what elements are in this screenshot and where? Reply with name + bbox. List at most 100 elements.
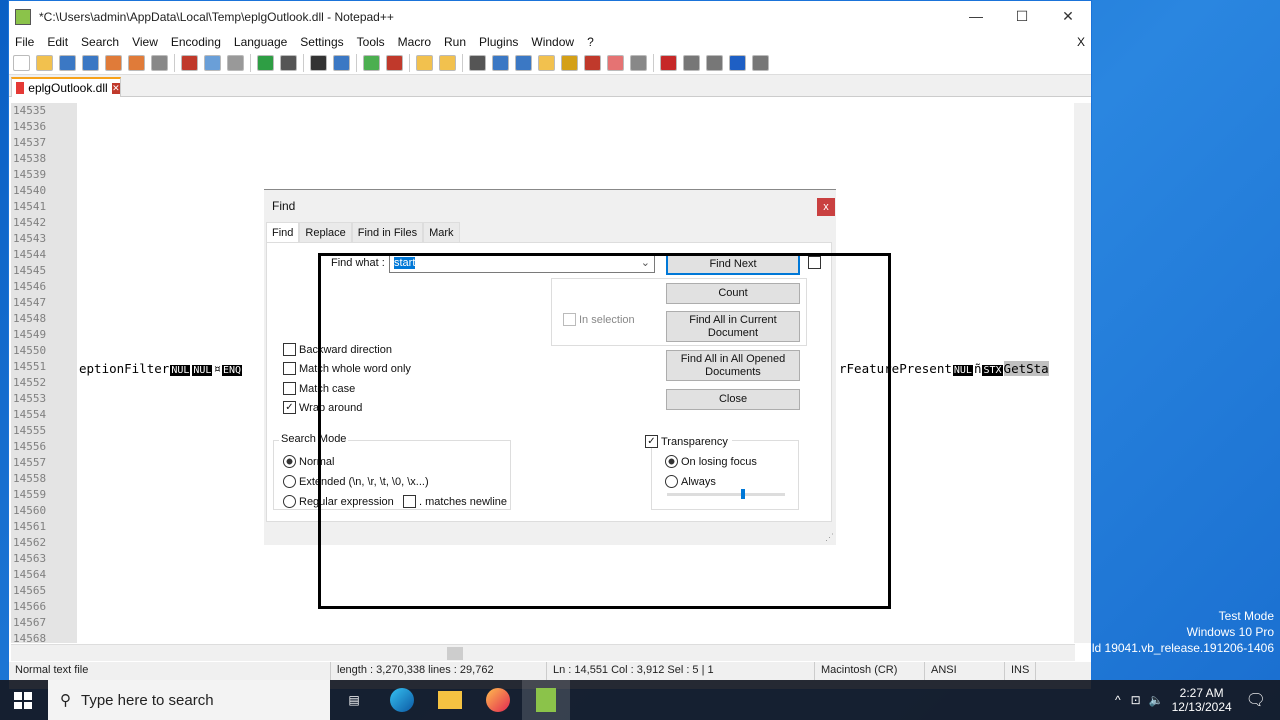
vertical-scrollbar[interactable] [1074,103,1091,643]
edge-icon[interactable] [378,680,426,720]
count-button[interactable]: Count [666,283,800,304]
doc-map-icon[interactable] [538,54,555,71]
redo-icon[interactable] [280,54,297,71]
play-macro-icon[interactable] [706,54,723,71]
checkbox-box[interactable] [283,362,296,375]
open-file-icon[interactable] [36,54,53,71]
menu-plugins[interactable]: Plugins [479,35,519,49]
option-checkbox[interactable]: Backward direction [283,343,392,356]
sync-h-icon[interactable] [439,54,456,71]
file-explorer-icon[interactable] [426,680,474,720]
find-next-button[interactable]: Find Next [666,254,800,275]
option-checkbox[interactable]: ✓Wrap around [283,401,362,414]
indent-guide-icon[interactable] [515,54,532,71]
radio-circle[interactable] [283,475,296,488]
extra-checkbox[interactable] [808,256,821,269]
new-file-icon[interactable] [13,54,30,71]
function-list-icon[interactable] [561,54,578,71]
in-selection-checkbox[interactable]: In selection [563,313,635,326]
checkbox-box[interactable] [283,343,296,356]
close-icon[interactable] [105,54,122,71]
tab-close-icon[interactable]: ✕ [111,82,120,94]
menu-file[interactable]: File [15,35,35,49]
close-document-button[interactable]: X [1076,35,1085,49]
menu-encoding[interactable]: Encoding [170,35,221,49]
save-icon[interactable] [59,54,76,71]
scroll-thumb[interactable] [447,647,463,660]
menu-window[interactable]: Window [531,35,575,49]
dialog-close-button[interactable]: x [817,198,835,216]
notepad-taskbar-icon[interactable] [522,680,570,720]
menu-tools[interactable]: Tools [356,35,385,49]
find-what-input[interactable]: start ⌄ [389,254,655,273]
network-icon[interactable]: ⊡ [1130,693,1141,707]
radio-circle[interactable] [665,475,678,488]
radio-circle[interactable] [665,455,678,468]
radio-circle[interactable] [283,455,296,468]
checkbox-box[interactable]: ✓ [283,401,296,414]
volume-icon[interactable]: 🔈 [1148,693,1164,707]
option-checkbox[interactable]: Match whole word only [283,362,411,375]
chevron-down-icon[interactable]: ⌄ [640,257,650,269]
sync-v-icon[interactable] [416,54,433,71]
undo-icon[interactable] [257,54,274,71]
task-view-icon[interactable]: ▤ [348,693,360,707]
tab-replace[interactable]: Replace [299,222,352,245]
copy-icon[interactable] [204,54,221,71]
minimize-button[interactable]: — [969,8,983,24]
transparency-radio[interactable]: Always [665,475,716,488]
search-mode-radio[interactable]: Normal [283,455,334,468]
show-hidden-icons[interactable]: ^ [1114,693,1121,707]
menu-search[interactable]: Search [81,35,120,49]
firefox-icon[interactable] [474,680,522,720]
stop-record-icon[interactable] [683,54,700,71]
slider-thumb[interactable] [741,489,746,499]
menu-settings[interactable]: Settings [300,35,344,49]
search-mode-radio[interactable]: Regular expression [283,495,394,508]
matches-newline-checkbox[interactable]: . matches newline [403,495,507,508]
record-macro-icon[interactable] [660,54,677,71]
radio-circle[interactable] [283,495,296,508]
close-button[interactable]: ✕ [1062,7,1074,24]
zoom-in-icon[interactable] [363,54,380,71]
option-checkbox[interactable]: Match case [283,382,355,395]
folder-workspace-icon[interactable] [584,54,601,71]
search-mode-radio[interactable]: Extended (\n, \r, \t, \0, \x...) [283,475,429,488]
start-button[interactable] [14,692,32,709]
menu-view[interactable]: View [132,35,158,49]
tab-eplgoutlook[interactable]: eplgOutlook.dll ✕ [11,77,121,97]
paste-icon[interactable] [227,54,244,71]
word-wrap-icon[interactable] [469,54,486,71]
find-icon[interactable] [310,54,327,71]
resize-grip-icon[interactable]: ⋰ [825,532,834,542]
transparency-radio[interactable]: On losing focus [665,455,757,468]
taskbar-search[interactable]: ⚲Type here to search [48,680,330,720]
close-all-icon[interactable] [128,54,145,71]
print-icon[interactable] [151,54,168,71]
run-multiple-icon[interactable] [729,54,746,71]
menu-macro[interactable]: Macro [397,35,432,49]
find-all-opened-button[interactable]: Find All in All Opened Documents [666,350,800,381]
horizontal-scrollbar[interactable] [11,644,1075,661]
transparency-checkbox[interactable]: ✓Transparency [645,435,732,448]
notifications-icon[interactable]: 🗨 [1245,692,1266,709]
menu-help[interactable]: ? [587,35,594,49]
transparency-slider[interactable] [667,489,785,499]
zoom-out-icon[interactable] [386,54,403,71]
replace-icon[interactable] [333,54,350,71]
find-all-current-button[interactable]: Find All in Current Document [666,311,800,342]
save-macro-icon[interactable] [752,54,769,71]
menu-edit[interactable]: Edit [47,35,69,49]
cut-icon[interactable] [181,54,198,71]
save-all-icon[interactable] [82,54,99,71]
maximize-button[interactable]: ☐ [1015,7,1029,24]
folder-icon[interactable] [607,54,624,71]
tab-find[interactable]: Find [266,222,300,245]
monitor-icon[interactable] [630,54,647,71]
show-all-chars-icon[interactable] [492,54,509,71]
menu-language[interactable]: Language [233,35,288,49]
tab-mark[interactable]: Mark [423,222,460,245]
close-dialog-button[interactable]: Close [666,389,800,410]
checkbox-box[interactable] [283,382,296,395]
